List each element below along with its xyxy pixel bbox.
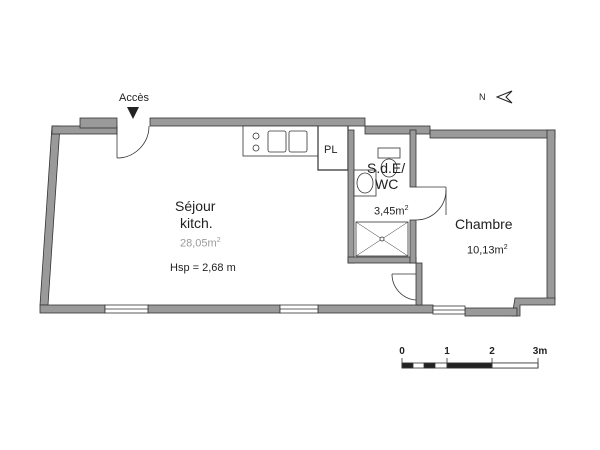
sde-name: S.d.E/ <box>367 160 406 176</box>
wall-north-chambre <box>429 129 556 139</box>
scale-bar <box>401 358 539 369</box>
sde-name-wc: WC <box>375 176 399 192</box>
wall-north-mid <box>149 117 366 127</box>
scale-label-0: 0 <box>399 346 405 357</box>
wall-north-right <box>364 125 431 135</box>
scale-label-1: 1 <box>444 346 450 357</box>
sejour-name-kitch: kitch. <box>180 215 213 231</box>
sde-area: 3,45m2 <box>374 205 409 218</box>
wall-south-mid2 <box>317 304 434 314</box>
north-arrow-icon <box>495 90 513 104</box>
sejour-height: Hsp = 2,68 m <box>170 262 236 274</box>
wall-west <box>39 125 61 306</box>
entrance-door <box>116 125 150 159</box>
wall-south-left <box>39 304 106 314</box>
sejour-name: Séjour <box>175 198 216 214</box>
wall-south-chambre-step <box>511 297 556 317</box>
scale-label-3m: 3m <box>532 346 548 357</box>
chambre-area: 10,13m2 <box>467 244 508 257</box>
wall-east <box>546 129 556 301</box>
bathroom-walls <box>347 129 423 306</box>
placard-label: PL <box>324 144 338 156</box>
entrance-arrow-icon <box>127 107 139 119</box>
wall-south-right <box>464 307 518 317</box>
toilet <box>377 147 401 178</box>
entrance-label: Accès <box>119 92 149 104</box>
chambre-door <box>391 273 417 301</box>
scale-label-2: 2 <box>489 346 495 357</box>
north-label: N <box>479 92 486 102</box>
windows <box>104 304 466 315</box>
outer-walls <box>39 117 556 317</box>
chambre-name: Chambre <box>455 216 513 232</box>
wall-north-jog <box>79 117 118 129</box>
bathroom-door <box>415 186 447 221</box>
sejour-area: 28,05m2 <box>180 237 221 250</box>
kitchen-counter <box>242 125 319 157</box>
wall-south-mid1 <box>147 304 281 314</box>
shower <box>355 221 409 257</box>
sink <box>353 169 377 197</box>
